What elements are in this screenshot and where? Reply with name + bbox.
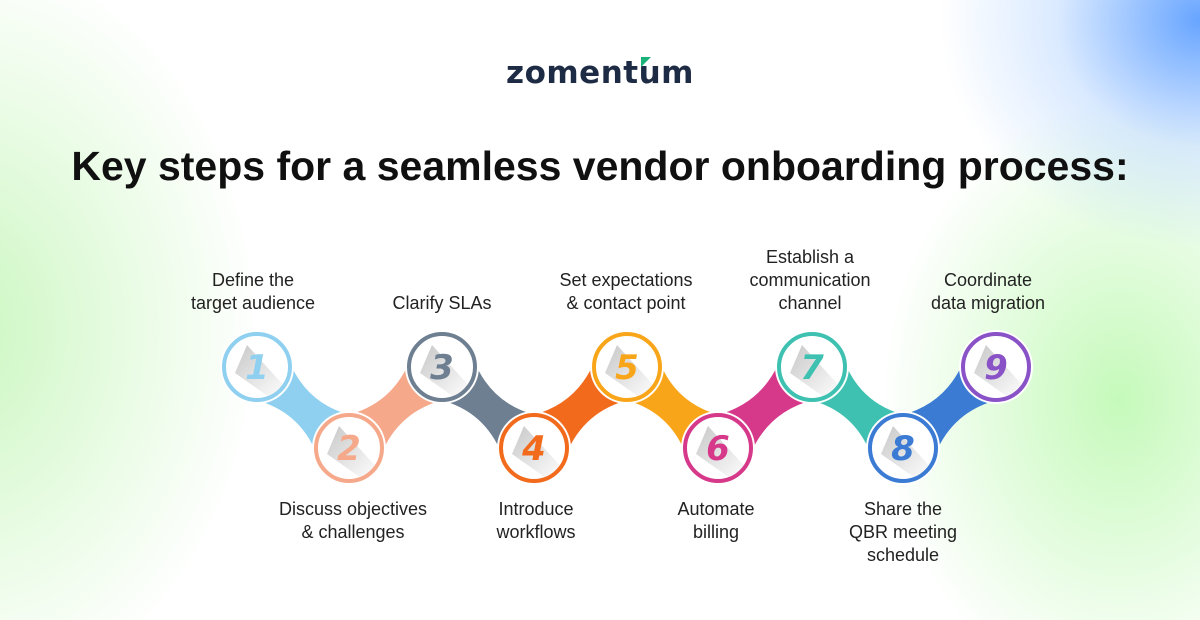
step-8-number: 8 — [891, 429, 915, 469]
step-4-label: Introduce workflows — [496, 499, 576, 542]
step-1-label: Define the target audience — [190, 270, 316, 313]
step-4-number: 4 — [521, 429, 546, 469]
step-3-marker: 3 — [405, 330, 479, 404]
step-4-marker: 4 — [497, 411, 571, 485]
step-2-number: 2 — [337, 429, 361, 469]
step-5-marker: 5 — [590, 330, 664, 404]
step-3-label: Clarify SLAs — [392, 293, 492, 313]
step-7-label: Establish a communication channel — [749, 247, 871, 313]
step-7-marker: 7 — [775, 330, 849, 404]
step-8-marker: 8 — [866, 411, 940, 485]
step-6-label: Automate billing — [677, 499, 755, 542]
step-3-number: 3 — [430, 348, 454, 388]
step-9-number: 9 — [984, 348, 1008, 388]
step-9-marker: 9 — [959, 330, 1033, 404]
step-9-label: Coordinate data migration — [930, 270, 1046, 313]
step-2-marker: 2 — [312, 411, 386, 485]
step-8-label: Share the QBR meeting schedule — [848, 499, 958, 565]
page-title: Key steps for a seamless vendor onboardi… — [71, 143, 1129, 189]
step-circles: 1 2 3 4 5 6 7 8 9 — [220, 330, 1033, 485]
logo-accent-icon — [641, 57, 651, 67]
step-1-marker: 1 — [220, 330, 294, 404]
step-6-marker: 6 — [681, 411, 755, 485]
step-6-number: 6 — [706, 429, 730, 469]
brand-name: zomentum — [506, 55, 694, 91]
brand-logo: zomentum — [0, 55, 1200, 91]
step-5-label: Set expectations & contact point — [559, 270, 693, 313]
step-5-number: 5 — [615, 348, 639, 388]
step-7-number: 7 — [800, 348, 824, 388]
step-2-label: Discuss objectives & challenges — [278, 499, 428, 542]
step-1-number: 1 — [245, 348, 269, 388]
